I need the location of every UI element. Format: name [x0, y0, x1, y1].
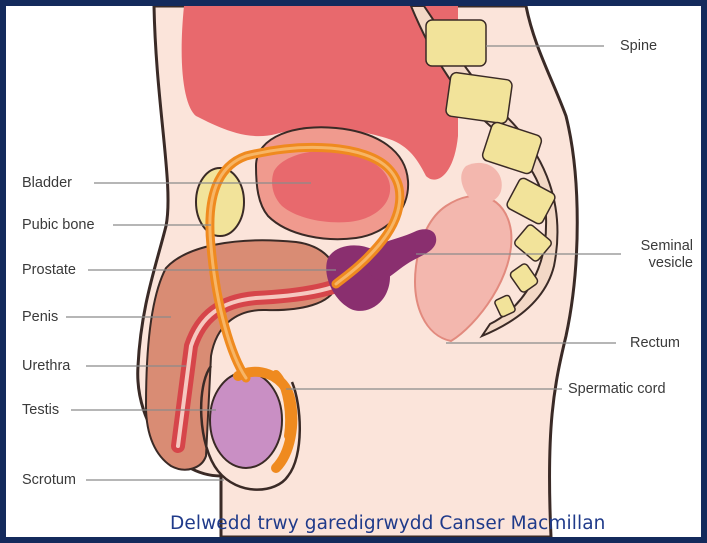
label-pubic-bone: Pubic bone: [22, 217, 95, 234]
label-spermatic-cord: Spermatic cord: [568, 381, 666, 398]
anatomy-illustration: [6, 6, 701, 537]
image-credit: Delwedd trwy garedigrwydd Canser Macmill…: [170, 513, 605, 534]
label-scrotum: Scrotum: [22, 472, 76, 489]
testis-shape: [210, 372, 282, 468]
label-seminal-vesicle-line2: vesicle: [621, 255, 693, 272]
label-seminal-vesicle: Seminal vesicle: [621, 238, 693, 271]
label-prostate: Prostate: [22, 262, 76, 279]
label-urethra: Urethra: [22, 358, 70, 375]
label-testis: Testis: [22, 402, 59, 419]
label-bladder: Bladder: [22, 175, 72, 192]
label-seminal-vesicle-line1: Seminal: [621, 238, 693, 255]
label-penis: Penis: [22, 309, 58, 326]
label-rectum: Rectum: [630, 335, 680, 352]
label-spine: Spine: [620, 38, 657, 55]
